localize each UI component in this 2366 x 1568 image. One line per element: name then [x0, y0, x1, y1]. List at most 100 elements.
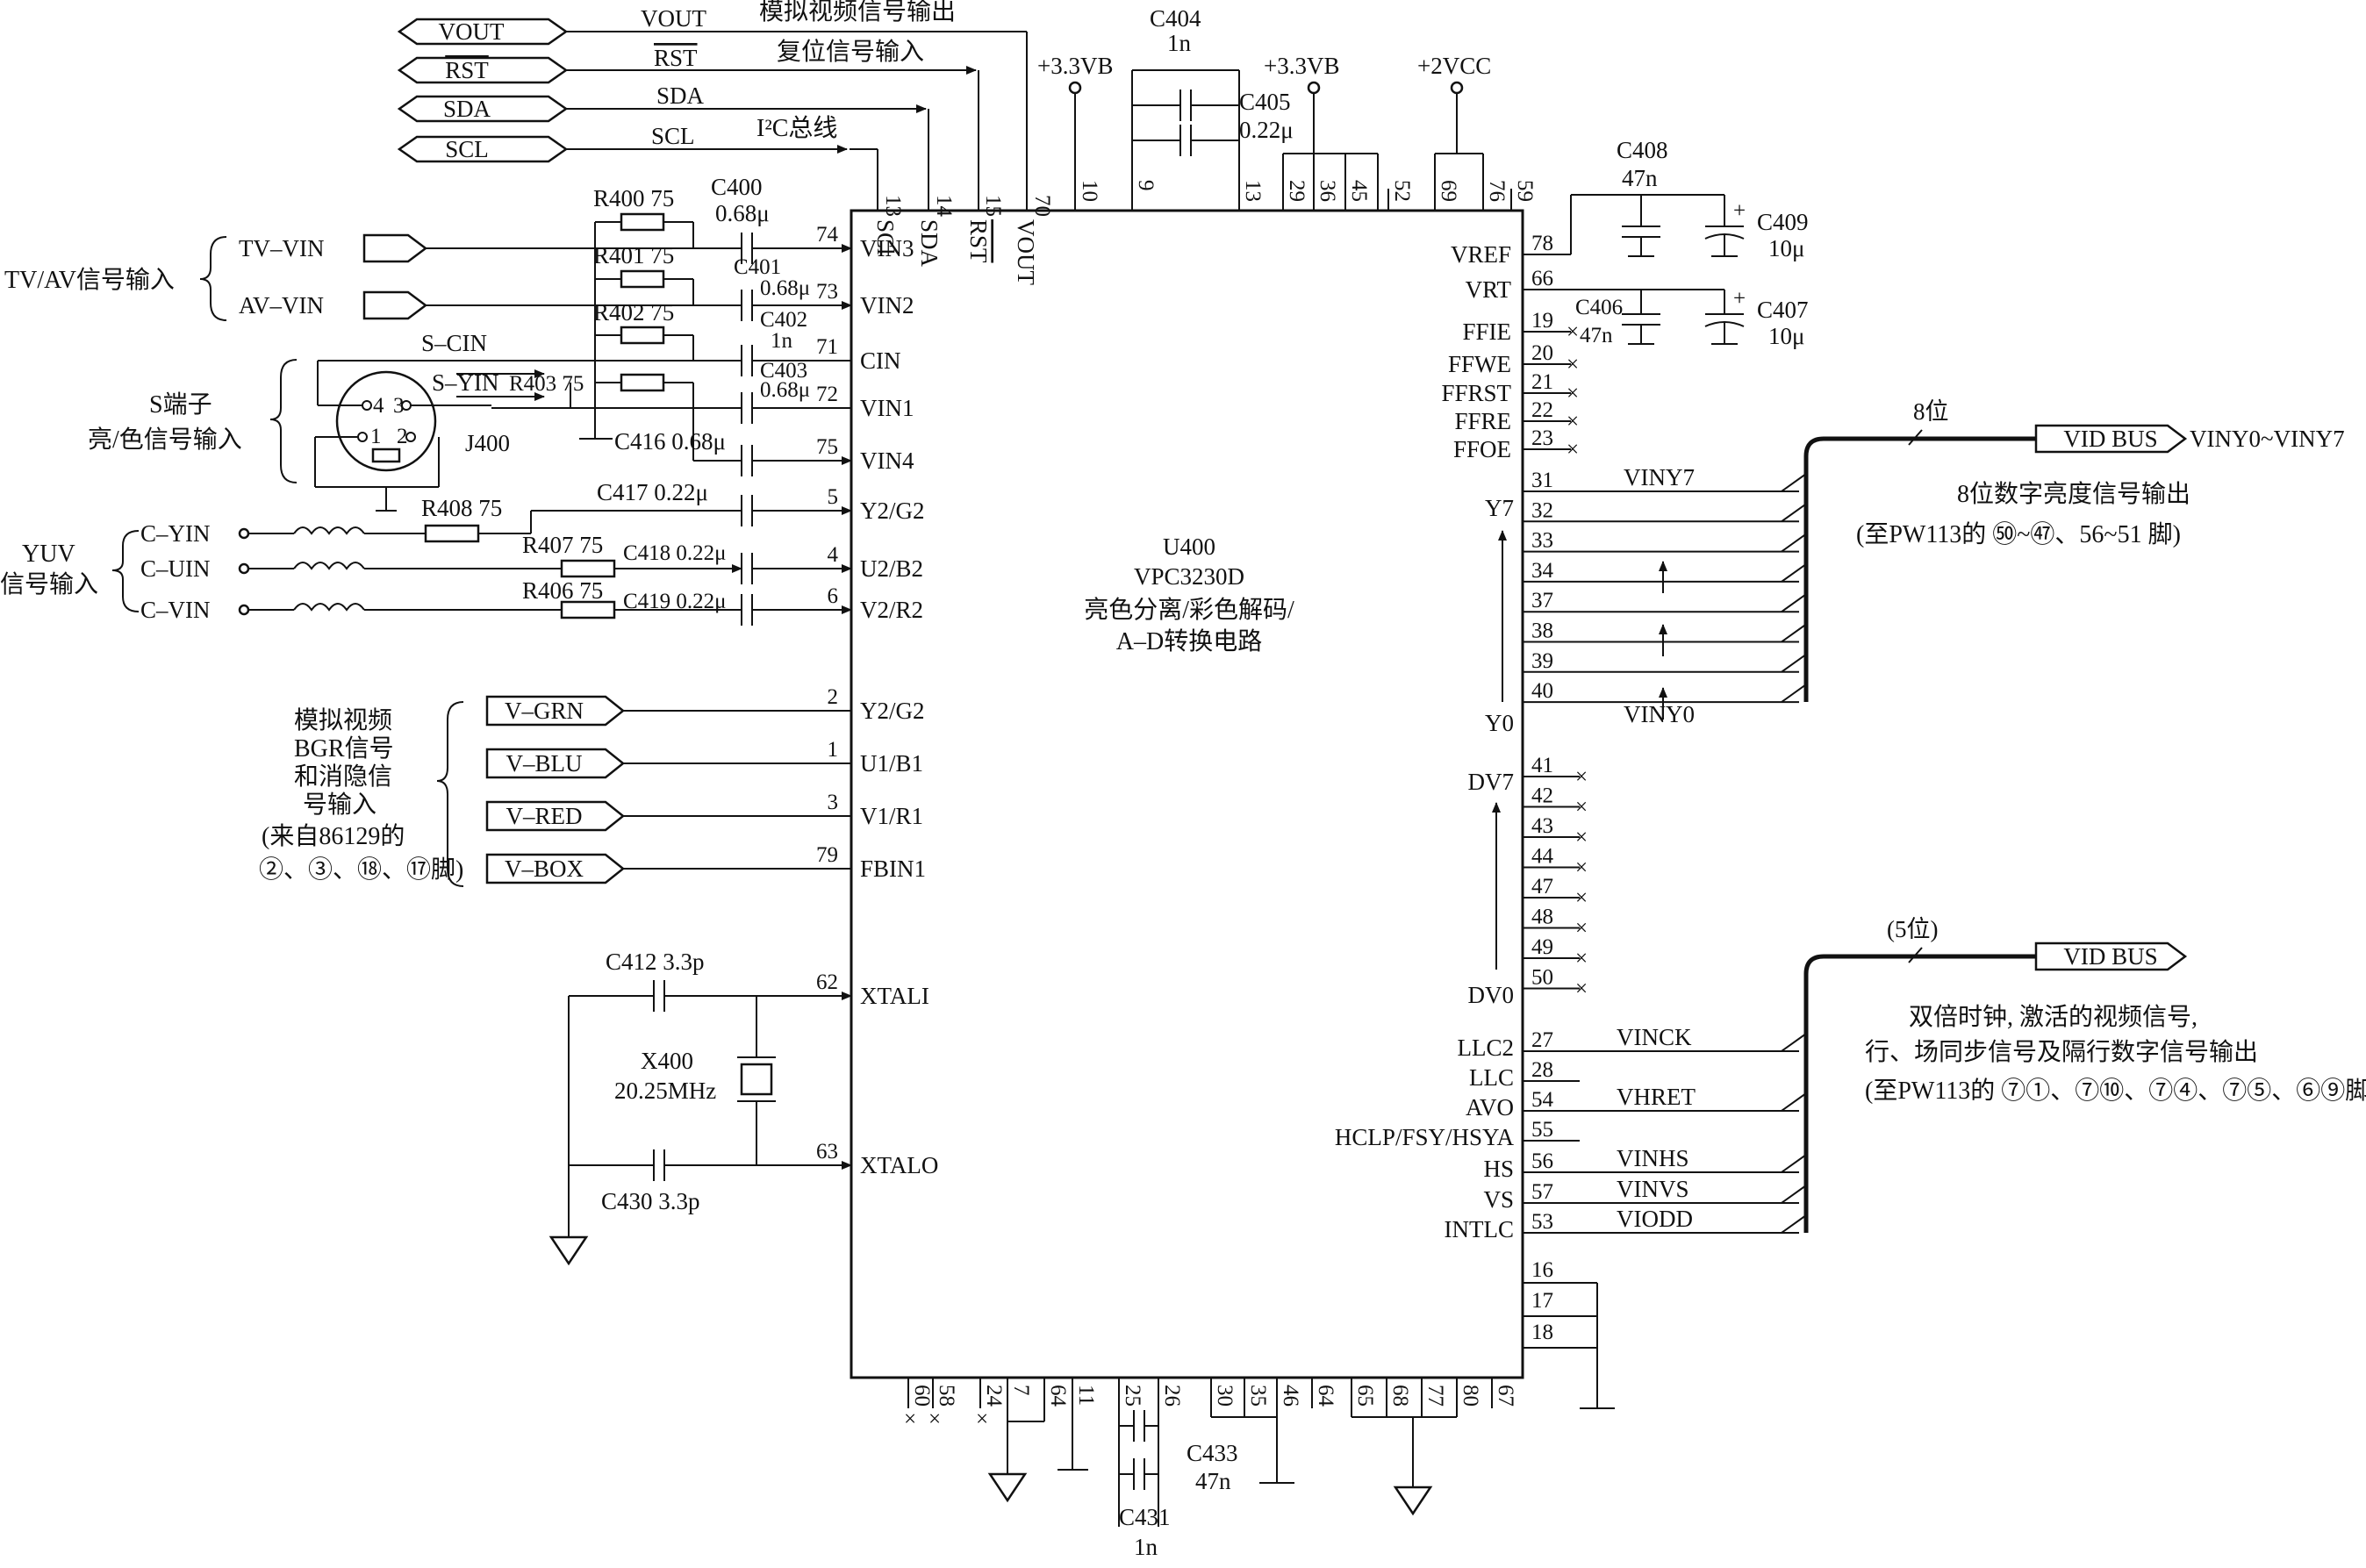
c400-value: 0.68μ [715, 200, 770, 226]
s-video-pin-4: 4 [373, 394, 384, 418]
port-rst-label: RST [445, 57, 489, 83]
luma-bus-entry [1781, 593, 1807, 613]
c-yin-label: C–YIN [140, 520, 211, 547]
s-video-group-label-1: S端子 [149, 390, 212, 419]
left-pin-name: FBIN1 [860, 856, 926, 882]
right-pin-name: FFWE [1448, 351, 1511, 377]
c408-label: C408 [1617, 137, 1668, 163]
c406-label: C406 [1575, 296, 1623, 319]
right-ground-pins [1523, 1282, 1615, 1409]
pin-sda-name: SDA [916, 219, 943, 268]
rgb-desc-line: 模拟视频 [294, 706, 392, 734]
bottom-pin-num: 46 [1279, 1385, 1302, 1407]
tv-av-group-label: TV/AV信号输入 [4, 266, 175, 294]
bottom-wiring: × × × [904, 1378, 1458, 1527]
bottom-pin-num: 60 [910, 1385, 934, 1407]
no-connect-mark: × [1575, 917, 1588, 941]
rgb-port-label: V–GRN [505, 698, 584, 724]
right-pin-num: 78 [1531, 232, 1553, 255]
c402-value: 1n [771, 329, 793, 353]
c-vin-label: C–VIN [140, 597, 211, 623]
luma-bus-entry [1781, 684, 1807, 703]
net-rst: RST [654, 45, 698, 71]
bottom-pin-num: 58 [935, 1385, 958, 1407]
rgb-desc-line: 和消隐信 [294, 763, 392, 791]
no-connect-mark: × [1567, 320, 1579, 344]
svg-text:×: × [928, 1407, 941, 1431]
luma-pin-num: 40 [1531, 679, 1553, 703]
ic-function-line1: 亮色分离/彩色解码/ [1084, 596, 1294, 624]
pin-29-num: 29 [1285, 180, 1308, 202]
right-pin-num: 66 [1531, 267, 1553, 290]
port-sda-label: SDA [443, 96, 491, 122]
left-pin-num: 73 [816, 280, 838, 304]
ic-designator: U400 [1163, 533, 1215, 560]
pin-9-num: 9 [1134, 180, 1158, 191]
luma-net-bot: VINY0 [1624, 701, 1695, 727]
sync-port-label: VID BUS [2063, 943, 2157, 970]
sync-pin-name: HCLP/FSY/HSYA [1335, 1124, 1515, 1150]
no-connect-mark: × [1575, 765, 1588, 789]
pin-scl-name: SCl [872, 219, 899, 255]
rgb-port-shape [485, 800, 626, 832]
pin-76-num: 76 [1485, 180, 1509, 202]
dv-pin-num: 41 [1531, 754, 1553, 777]
r408-label: R408 75 [421, 495, 502, 521]
luma-bus-entry [1781, 533, 1807, 553]
bottom-pin-num: 7 [1009, 1385, 1033, 1396]
right-pin-name: FFIE [1462, 319, 1511, 345]
c430-label: C430 3.3p [601, 1188, 700, 1214]
rail-3v3-b [1282, 81, 1379, 211]
rgb-port-shape [485, 748, 626, 779]
luma-port-label: VID BUS [2063, 426, 2157, 452]
sync-net-label: VINCK [1617, 1024, 1692, 1050]
bottom-pin-num: 25 [1121, 1385, 1144, 1407]
c407-value: 10μ [1768, 323, 1804, 349]
left-pin-num: 2 [828, 685, 839, 709]
left-pin-num: 79 [816, 843, 838, 867]
luma-bus-entry [1781, 623, 1807, 643]
right-pin-name: VREF [1451, 241, 1511, 268]
port-tv-vin [362, 233, 852, 264]
right-pin-name: FFOE [1453, 436, 1511, 462]
left-pin-num: 72 [816, 383, 838, 406]
termination-resistors [579, 212, 694, 440]
j400-label: J400 [465, 430, 510, 456]
luma-bus-entry [1781, 653, 1807, 673]
no-connect-mark: × [1567, 438, 1579, 462]
port-vout-label: VOUT [439, 18, 505, 45]
dv-pin-num: 44 [1531, 845, 1554, 869]
luma-pin-num: 31 [1531, 469, 1553, 492]
c406-value: 47n [1580, 324, 1613, 347]
net-scl: SCL [651, 123, 695, 149]
pin-16-num: 16 [1531, 1258, 1553, 1282]
left-pin-name: V1/R1 [860, 803, 923, 829]
sync-pin-num: 27 [1531, 1028, 1553, 1052]
pin-14-num: 14 [932, 195, 956, 218]
c431-value: 1n [1134, 1534, 1158, 1560]
c405-label: C405 [1239, 89, 1291, 115]
c407-plus: + [1733, 287, 1746, 311]
right-pin-num: 19 [1531, 309, 1553, 333]
port-av-vin [362, 290, 852, 321]
left-pin-name: VIN3 [860, 235, 914, 261]
bottom-pin-num: 64 [1314, 1385, 1337, 1407]
yuv-v-input [238, 594, 852, 626]
right-pin-name: VRT [1466, 276, 1512, 303]
rgb-brace [436, 701, 464, 887]
left-pin-name: V2/R2 [860, 597, 923, 623]
dv-pin-num: 47 [1531, 875, 1553, 899]
rail-3v3-b-label: +3.3VB [1264, 53, 1339, 79]
dv7-label: DV7 [1468, 769, 1515, 795]
pin-45-num: 45 [1347, 180, 1371, 202]
yuv-u-input [238, 553, 852, 584]
left-pin-num: 63 [816, 1140, 838, 1163]
luma-bus-entry [1781, 563, 1807, 583]
no-connect-mark: × [1575, 947, 1588, 970]
bottom-pin-num: 24 [982, 1385, 1006, 1407]
r403-label: R403 75 [509, 372, 584, 396]
no-connect-mark: × [1575, 886, 1588, 910]
port-scl-label: SCL [445, 136, 489, 162]
